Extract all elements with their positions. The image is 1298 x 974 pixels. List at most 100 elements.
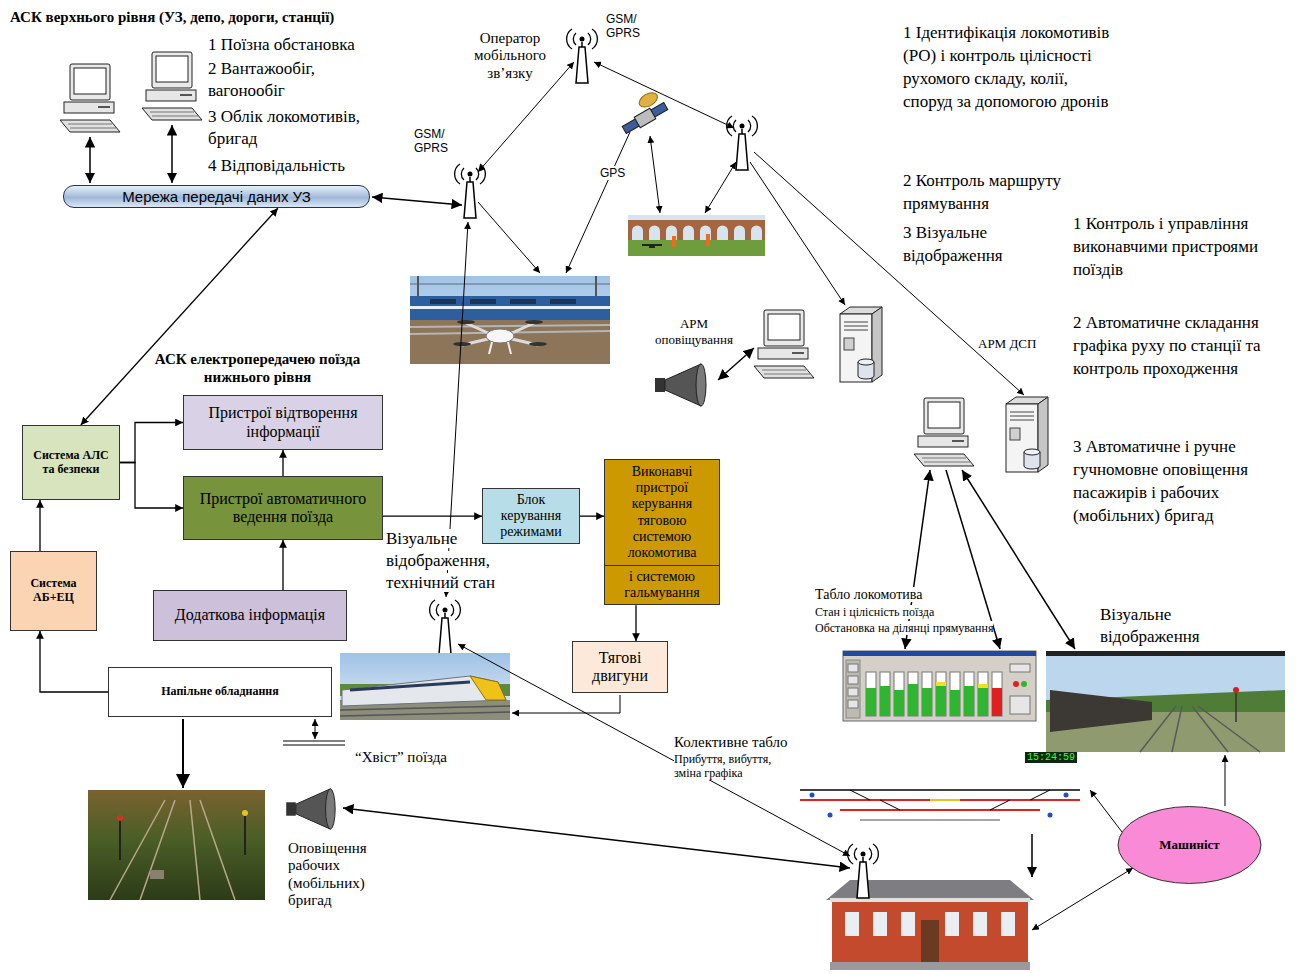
computer-icon	[60, 64, 120, 132]
locomotive-panel-screenshot	[950, 672, 960, 716]
text-label: Прибуття, вибуття, зміна графіка	[674, 752, 792, 781]
field-equipment-photo	[88, 790, 265, 900]
node-text: Система АЛС та безпеки	[27, 449, 115, 477]
drone-train-photo	[512, 323, 534, 333]
drone-train-photo	[486, 329, 514, 343]
train-photo	[340, 706, 510, 710]
station-building-photo	[832, 900, 1028, 964]
process-box: Пристрої відтворення інформації	[183, 395, 383, 450]
field-equipment-photo	[119, 820, 121, 860]
server-icon	[840, 307, 882, 382]
node-text: Машиніст	[1121, 838, 1258, 853]
label-text: GSM/ GPRS	[606, 12, 640, 40]
station-track-schematic	[800, 789, 1080, 791]
label-text: Стан і цілісність поїзда	[815, 605, 934, 619]
station-track-schematic	[1064, 793, 1069, 798]
locomotive-panel-screenshot	[894, 672, 904, 716]
station-building-photo	[921, 920, 939, 964]
antenna-tower	[727, 116, 758, 170]
link-lines	[1090, 790, 1122, 832]
text-label: 2 Вантажообіг, вагонообіг	[208, 58, 378, 102]
label-text: Візуальне відображення	[1100, 605, 1200, 646]
drone-train-photo	[470, 299, 496, 304]
locomotive-panel-screenshot	[978, 688, 988, 716]
label-text: 3 Облік локомотивів, бригад	[208, 107, 360, 148]
locomotive-panel-screenshot	[848, 700, 858, 708]
locomotive-panel-screenshot	[1010, 696, 1030, 714]
field-equipment-photo	[117, 815, 123, 821]
link-lines	[566, 132, 630, 273]
text-label: 1 Ідентифікація локомотивів (РО) і контр…	[903, 22, 1118, 114]
station-track-schematic	[1030, 790, 1050, 800]
text-label: Стан і цілісність поїзда	[815, 605, 934, 619]
link-lines	[512, 695, 620, 713]
drone-train-photo	[508, 342, 511, 354]
cab-view-photo	[1198, 706, 1260, 752]
cab-view-photo	[1192, 706, 1228, 752]
computer-icon	[142, 52, 202, 120]
antenna-tower	[455, 164, 486, 218]
drone-train-photo	[510, 299, 536, 304]
field-equipment-photo	[190, 800, 200, 900]
link-lines	[283, 745, 345, 746]
satellite-icon	[614, 89, 669, 136]
text-label: АСК верхнього рівня (УЗ, депо, дороги, с…	[10, 8, 334, 26]
locomotive-panel-screenshot	[936, 672, 946, 716]
node-text: Мережа передачі даних УЗ	[72, 188, 361, 205]
drone-train-photo	[410, 325, 610, 327]
link-lines	[478, 202, 540, 273]
label-text: Оповіщення рабочих (мобільних) бригад	[288, 840, 367, 908]
viaduct-drone-photo	[628, 220, 765, 240]
computer-icon	[914, 398, 974, 466]
cab-view-photo	[1050, 690, 1152, 732]
text-label: Візуальне відображення	[1100, 604, 1230, 648]
label-text: 2 Вантажообіг, вагонообіг	[208, 59, 315, 100]
satellite-icon	[634, 108, 656, 127]
antenna-tower	[727, 116, 758, 170]
viaduct-drone-photo	[628, 215, 765, 256]
process-box: Блок керування режимами	[482, 488, 580, 544]
station-building-photo	[973, 912, 987, 936]
station-track-schematic	[1048, 813, 1053, 818]
locomotive-panel-screenshot	[978, 684, 988, 688]
drone-train-photo	[466, 323, 488, 333]
locomotive-panel-screenshot	[1021, 681, 1027, 687]
drone-train-photo	[410, 276, 610, 364]
train-photo	[340, 653, 510, 720]
server-icon	[840, 307, 882, 382]
label-text: GSM/ GPRS	[414, 127, 448, 155]
drone-train-photo	[410, 276, 610, 364]
train-photo	[342, 676, 506, 706]
satellite-icon	[637, 90, 660, 110]
link-lines	[750, 162, 845, 305]
locomotive-panel-screenshot	[908, 672, 918, 716]
text-label: 4 Відповідальність	[208, 155, 403, 177]
loudspeaker-icon	[286, 789, 335, 829]
locomotive-panel-screenshot	[880, 686, 890, 716]
computer-icon	[60, 64, 120, 132]
label-text: Прибуття, вибуття, зміна графіка	[674, 752, 771, 780]
locomotive-panel-screenshot	[922, 688, 932, 716]
text-label: АРМ оповіщування	[640, 316, 748, 347]
label-text: Табло локомотива	[815, 587, 922, 602]
train-photo	[350, 682, 470, 690]
loudspeaker-icon	[655, 364, 706, 406]
locomotive-panel-screenshot	[843, 651, 1036, 721]
drone-train-photo	[410, 306, 610, 309]
locomotive-panel-screenshot	[908, 684, 918, 716]
locomotive-panel-screenshot	[866, 688, 876, 716]
node-text: Пристрої відтворення інформації	[188, 404, 378, 441]
text-label: “Хвіст” поїзда	[355, 748, 447, 766]
viaduct-drone-photo	[672, 236, 676, 247]
text-label: GSM/ GPRS	[606, 12, 646, 41]
computer-icon	[754, 310, 814, 378]
antenna-tower	[848, 844, 879, 898]
connector-arrow	[282, 540, 283, 590]
label-text: 2 Автоматичне складання графіка руху по …	[1073, 313, 1261, 378]
antenna-tower	[567, 29, 598, 83]
station-building-photo	[901, 912, 915, 936]
link-lines	[372, 197, 462, 205]
locomotive-panel-screenshot	[978, 672, 988, 716]
text-label: 15:24:59	[1025, 752, 1077, 764]
locomotive-panel-screenshot	[1013, 681, 1019, 687]
